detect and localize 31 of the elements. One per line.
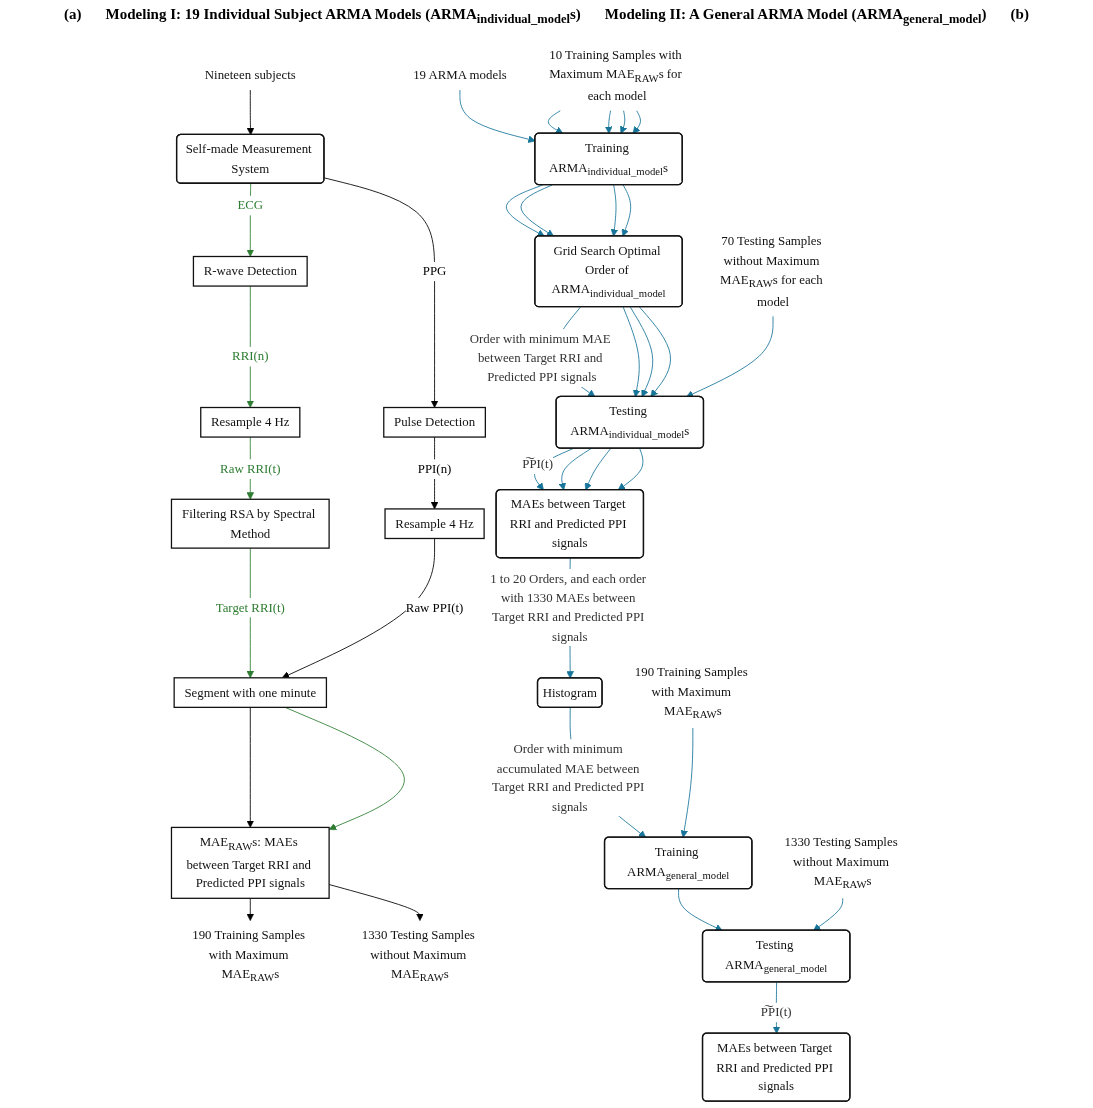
panel-heading: Modeling II: A General ARMA Model (ARMA$_{general_model}$) (604, 6, 987, 27)
edge-label: RRI(n) (232, 349, 269, 364)
edge-label: Raw PPI(t) (405, 600, 464, 615)
edge-label: P͠PI(t) (522, 457, 553, 471)
node-text: 190 Training Samples with Maximum MAE$_{RAW}$s (192, 928, 306, 984)
edge-label: Target RRI(t) (215, 600, 285, 615)
node-box: MAE$_{RAW}$s: MAEs between Target RRI and Predicted PPI signals (170, 826, 330, 899)
node-text: 19 ARMA models (413, 68, 507, 82)
node-text: Nineteen subjects (204, 68, 296, 82)
node-box: Resample 4 Hz (200, 406, 301, 438)
panel-heading: (a) (64, 6, 82, 24)
edge-label: Order with minimum MAE between Target RRI and Predicted PPI signals (469, 331, 611, 384)
node-box: Pulse Detection (383, 406, 486, 438)
edge-label: Raw RRI(t) (220, 461, 281, 476)
edge-label: Order with minimum accumulated MAE between Target RRI and Predicted PPI signals (492, 741, 645, 814)
node-box: Filtering RSA by Spectral Method (170, 498, 330, 549)
node-text: 1330 Testing Samples without Maximum MAE$_{RAW}$s (784, 835, 898, 891)
node-text: 190 Training Samples with Maximum MAE$_{RAW}$s (634, 664, 748, 721)
panel-heading: (b) (1010, 6, 1029, 24)
panel-heading: Modeling I: 19 Individual Subject ARMA Models (ARMA$_{individual_model}$s) (105, 6, 581, 27)
edge-label: PPI(n) (417, 461, 452, 476)
node-box: Segment with one minute (173, 677, 328, 708)
node-text: 1330 Testing Samples without Maximum MAE$_{RAW}$s (361, 928, 475, 984)
node-text: 10 Training Samples with Maximum MAE$_{RAW}$s for each model (549, 47, 682, 103)
edge-label: ECG (237, 198, 264, 213)
edge-label: P͠PI(t) (760, 1005, 792, 1019)
edge-label: PPG (422, 264, 447, 278)
node-box: R-wave Detection (192, 255, 308, 287)
node-box: Resample 4 Hz (384, 508, 485, 540)
edge-label: 1 to 20 Orders, and each order with 1330 MAEs between Target RRI and Predicted PPI signals (490, 571, 647, 643)
node-text: 70 Testing Samples without Maximum MAE$_{RAW}$s for each model (720, 233, 823, 309)
